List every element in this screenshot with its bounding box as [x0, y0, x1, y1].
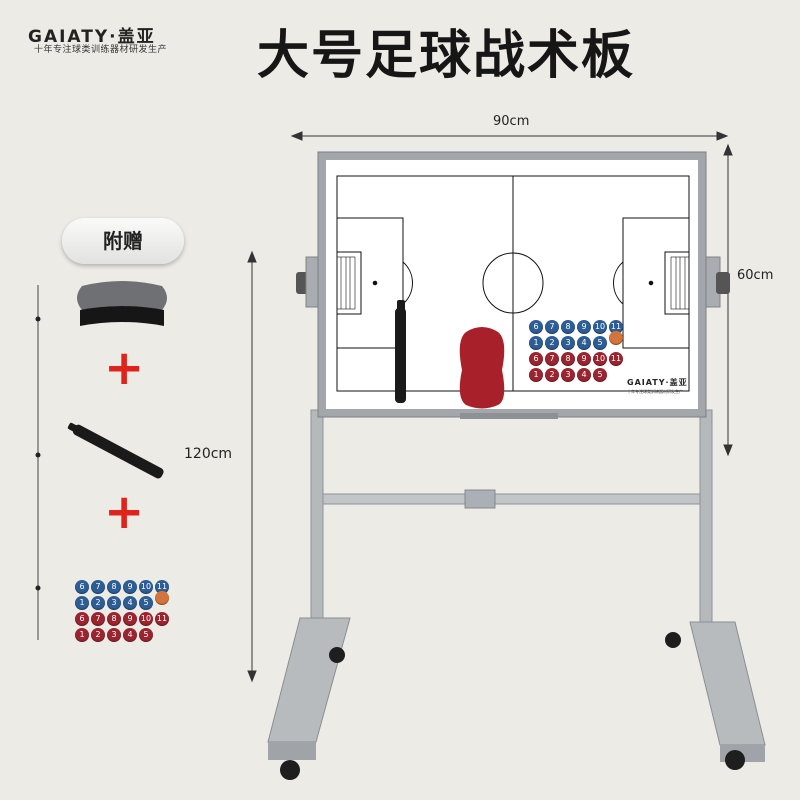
pen-tray	[460, 413, 558, 419]
magnet-red-7: 7	[545, 352, 559, 366]
stand-frame	[267, 409, 766, 762]
magnet-blue-1: 1	[529, 336, 543, 350]
board-eraser	[459, 327, 505, 409]
magnet-blue-3: 3	[561, 336, 575, 350]
magnet-red-10: 10	[139, 612, 153, 626]
magnet-red-2: 2	[91, 628, 105, 642]
magnet-blue-5: 5	[139, 596, 153, 610]
magnet-red-6: 6	[75, 612, 89, 626]
magnet-blue-10: 10	[593, 320, 607, 334]
magnet-blue-1: 1	[75, 596, 89, 610]
magnet-red-10: 10	[593, 352, 607, 366]
plus-sign-2: +	[104, 484, 145, 540]
magnet-blue-2: 2	[545, 336, 559, 350]
board-tagline: 十年专注球类训练器材研发生产	[627, 389, 683, 394]
total-height-label: 120cm	[184, 446, 233, 462]
marker-accessory	[67, 422, 164, 479]
brand-tagline: 十年专注球类训练器材研发生产	[34, 45, 168, 55]
magnet-red-7: 7	[91, 612, 105, 626]
magnet-blue-7: 7	[545, 320, 559, 334]
magnet-blue-11: 11	[609, 320, 623, 334]
plus-sign-1: +	[104, 340, 145, 396]
width-dimension-arrow	[290, 131, 729, 141]
magnet-red-11: 11	[609, 352, 623, 366]
magnet-red-4: 4	[577, 368, 591, 382]
wheels	[280, 632, 745, 780]
magnet-blue-7: 7	[91, 580, 105, 594]
brand-logo: GAIATY·盖亚	[28, 27, 156, 47]
marker-pen	[395, 300, 406, 403]
magnet-blue-4: 4	[123, 596, 137, 610]
magnet-red-8: 8	[107, 612, 121, 626]
magnet-red-3: 3	[561, 368, 575, 382]
magnet-red-9: 9	[123, 612, 137, 626]
magnet-blue-8: 8	[561, 320, 575, 334]
magnet-blue-8: 8	[107, 580, 121, 594]
height-label: 60cm	[737, 268, 774, 283]
board-logo: GAIATY·盖亚	[627, 378, 688, 387]
magnet-blue-4: 4	[577, 336, 591, 350]
magnet-blue-5: 5	[593, 336, 607, 350]
magnet-goalkeeper	[609, 331, 623, 345]
magnet-blue-9: 9	[577, 320, 591, 334]
magnet-blue-10: 10	[139, 580, 153, 594]
magnet-red-6: 6	[529, 352, 543, 366]
magnet-red-2: 2	[545, 368, 559, 382]
magnet-red-3: 3	[107, 628, 121, 642]
height-dimension-arrow	[723, 143, 733, 457]
magnet-red-1: 1	[529, 368, 543, 382]
magnet-red-5: 5	[593, 368, 607, 382]
magnet-blue-6: 6	[529, 320, 543, 334]
whiteboard-surface	[326, 160, 698, 409]
width-label: 90cm	[493, 114, 530, 129]
accessory-connector	[35, 285, 41, 640]
magnet-blue-2: 2	[91, 596, 105, 610]
magnet-goalkeeper	[155, 591, 169, 605]
magnet-blue-9: 9	[123, 580, 137, 594]
magnet-blue-11: 11	[155, 580, 169, 594]
magnet-red-11: 11	[155, 612, 169, 626]
magnet-red-9: 9	[577, 352, 591, 366]
magnet-red-4: 4	[123, 628, 137, 642]
magnet-blue-6: 6	[75, 580, 89, 594]
gift-badge: 附赠	[62, 218, 184, 264]
page-title: 大号足球战术板	[257, 26, 636, 86]
magnet-red-5: 5	[139, 628, 153, 642]
magnet-red-1: 1	[75, 628, 89, 642]
eraser-accessory	[77, 281, 167, 326]
magnet-blue-3: 3	[107, 596, 121, 610]
magnet-red-8: 8	[561, 352, 575, 366]
total-height-dimension-arrow	[247, 250, 257, 683]
goal-nets	[336, 256, 690, 310]
